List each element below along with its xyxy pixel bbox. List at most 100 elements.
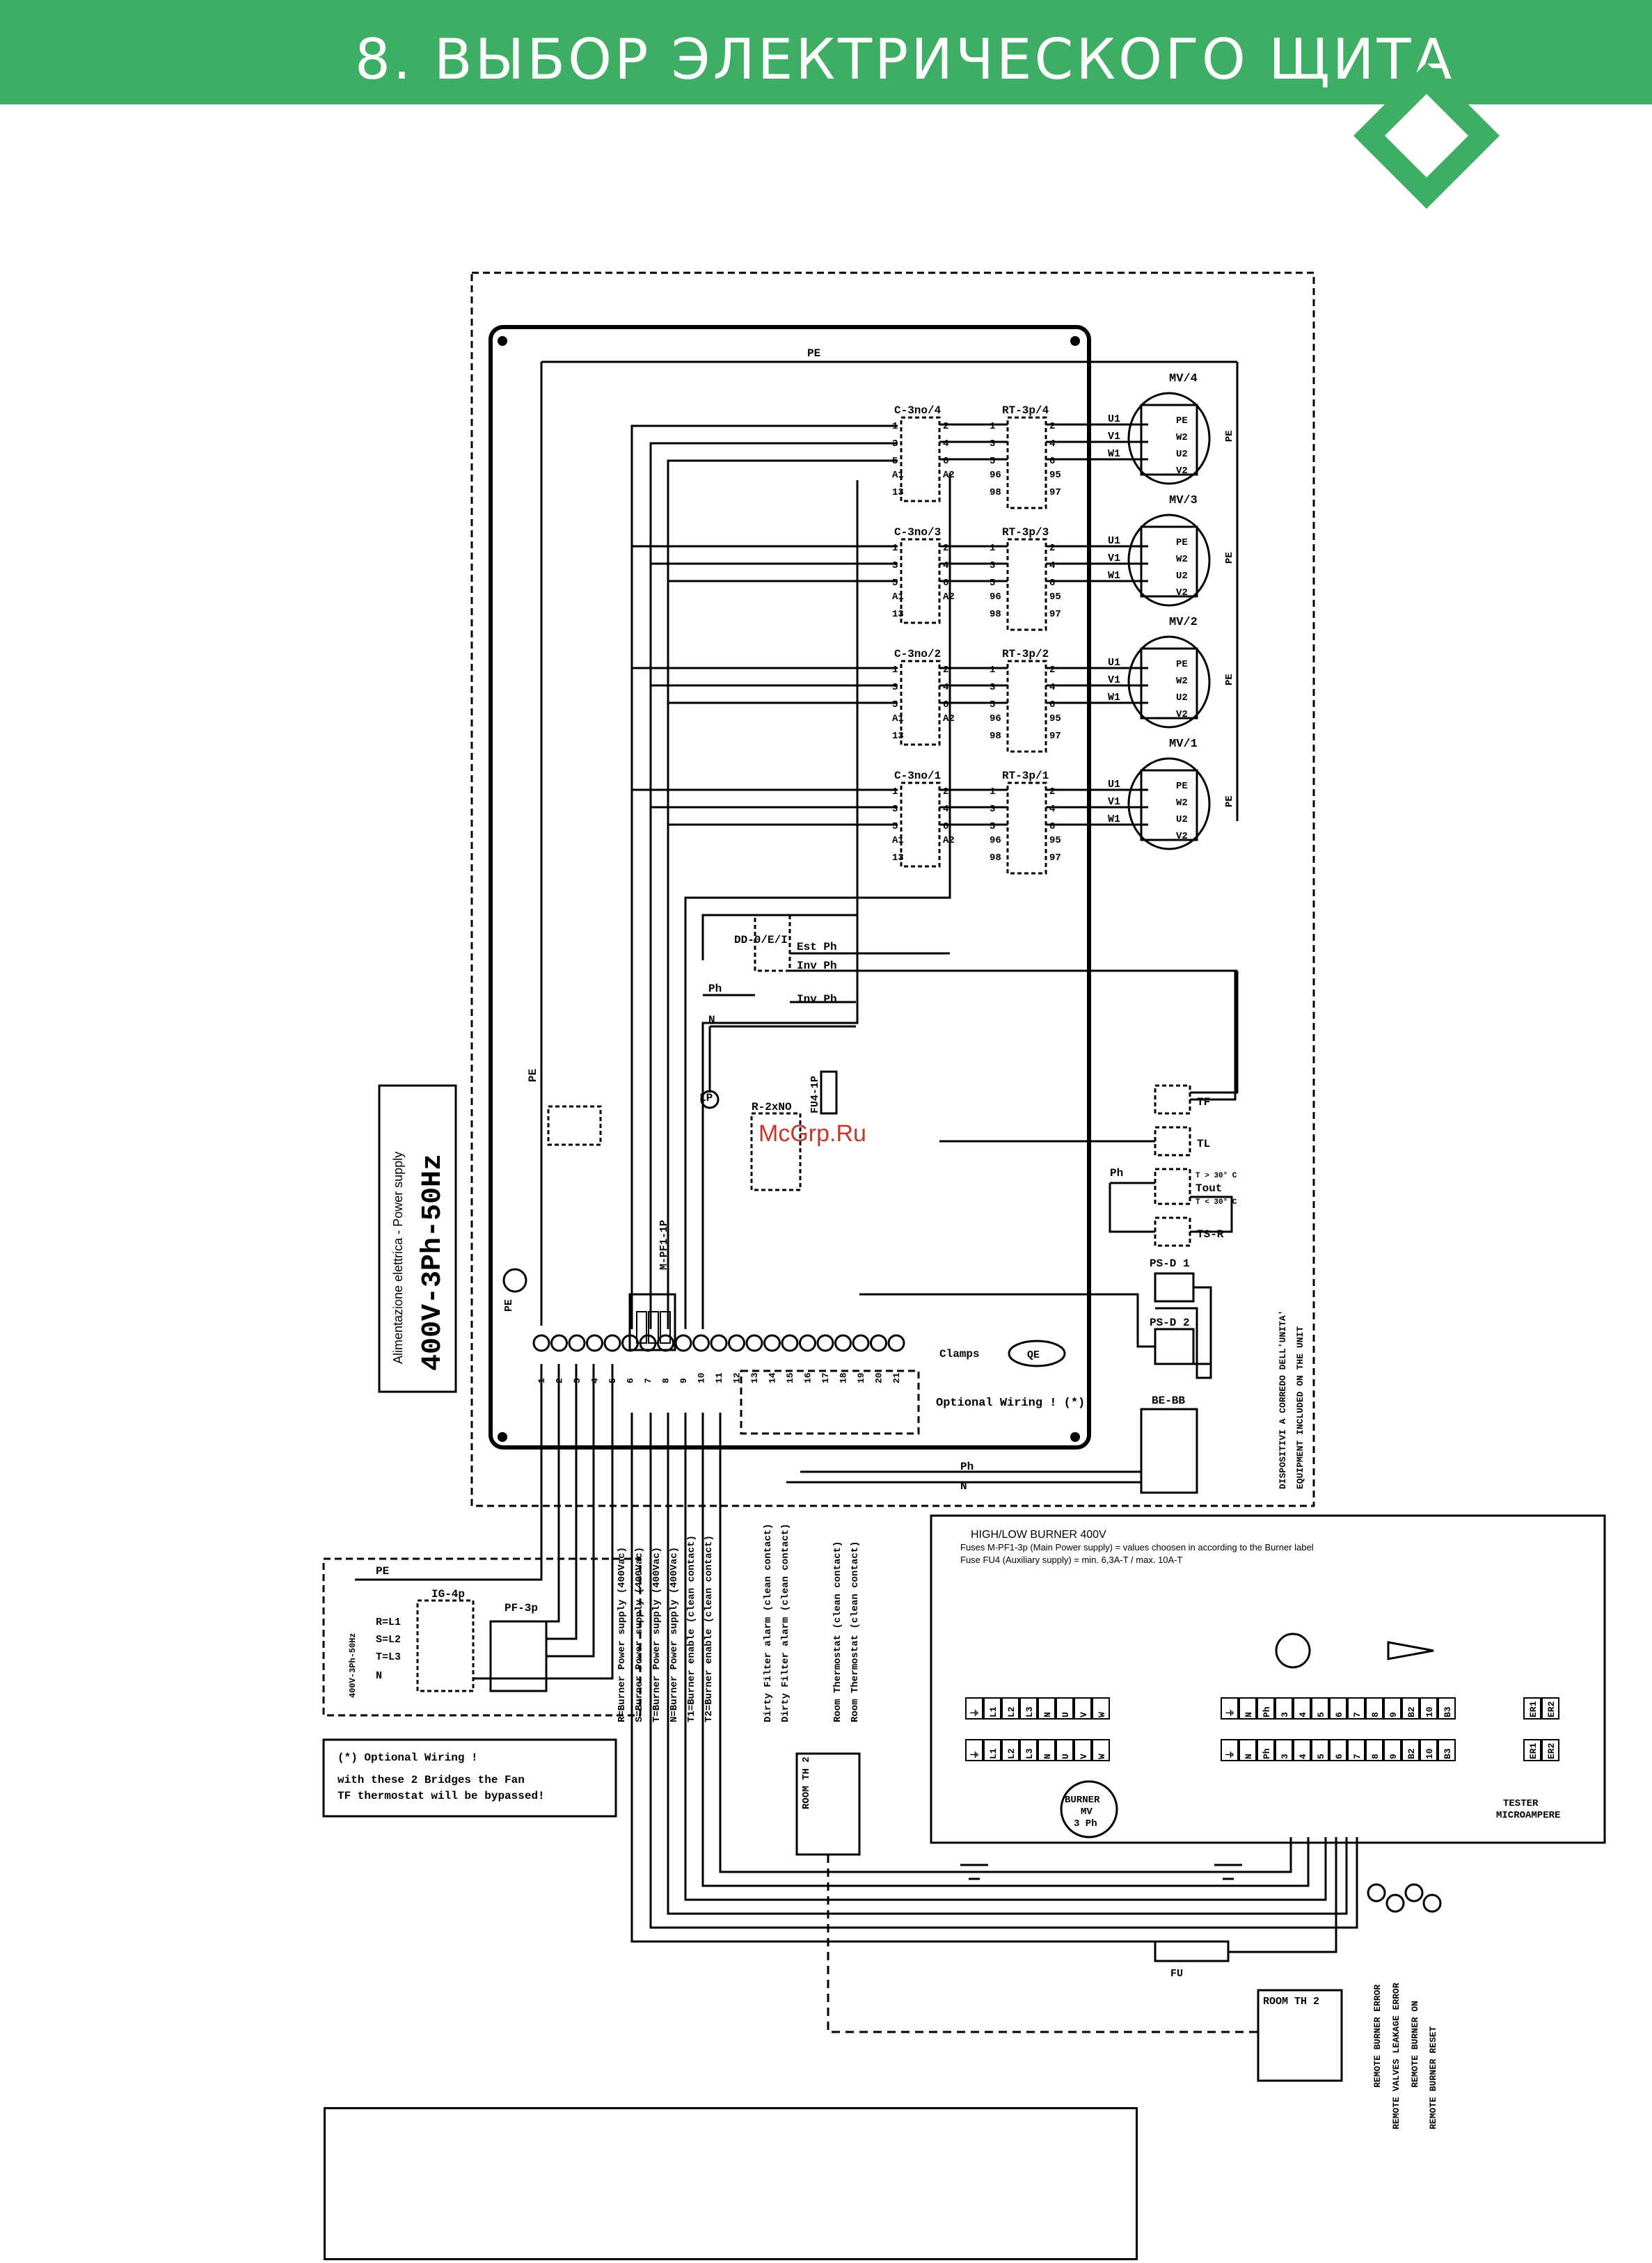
burner-terminal-label: W: [1097, 1712, 1107, 1717]
burner-terminal-label: ⏚: [970, 1750, 980, 1759]
pin-label: 96: [990, 713, 1001, 724]
burner-terminal-label: 7: [1352, 1754, 1363, 1759]
wire-label: T=Burner Power supply (400Vac): [651, 1547, 662, 1722]
dispositivi-label: DISPOSITIVI A CORREDO DELL'UNITA': [1278, 1310, 1288, 1489]
pin-label: 13: [892, 487, 904, 498]
terminal-clamp: [603, 1334, 621, 1352]
burner-terminal: [1074, 1739, 1092, 1761]
burner-terminal: [1365, 1697, 1383, 1720]
pin-label: 4: [943, 438, 948, 450]
tl-switch: [1154, 1126, 1191, 1157]
psd1-switch: [1154, 1272, 1195, 1303]
pin-label: 2: [943, 665, 948, 676]
motor-terminal-label: U1: [1108, 779, 1120, 791]
tout-label: Tout: [1196, 1182, 1222, 1195]
terminal-number: 10: [697, 1372, 707, 1383]
motor-terminal-label: U2: [1176, 571, 1188, 582]
burner-terminal: [1420, 1697, 1438, 1720]
pin-label: 3: [892, 804, 898, 815]
pin-label: 1: [892, 786, 898, 797]
burner-terminal: [1221, 1697, 1239, 1720]
burner-terminal: [1019, 1739, 1038, 1761]
relay-label: RT-3p/2: [1002, 648, 1049, 660]
burner-terminal: [983, 1739, 1001, 1761]
s-l2-label: S=L2: [376, 1634, 401, 1646]
pe-ground-label: PE: [503, 1299, 515, 1312]
motor-terminal-label: V2: [1176, 587, 1188, 598]
pin-label: 6: [1049, 456, 1055, 467]
burner-terminal: [1365, 1739, 1383, 1761]
tf-switch: [1154, 1084, 1191, 1115]
burner-terminal: [1311, 1697, 1329, 1720]
burner-terminal-label: ER1: [1528, 1742, 1539, 1759]
ig-label: IG-4p: [431, 1588, 465, 1601]
pe-side-label: PE: [527, 1069, 539, 1082]
burner-terminal: [1056, 1697, 1074, 1720]
remote-label: REMOTE VALVES LEAKAGE ERROR: [1391, 1983, 1401, 2129]
terminal-clamp: [763, 1334, 781, 1352]
pin-label: 2: [1049, 665, 1055, 676]
motor-label: MV/3: [1169, 494, 1198, 507]
motor-terminal-label: V2: [1176, 831, 1188, 842]
burner-3ph-label: 3 Ph: [1074, 1818, 1097, 1829]
terminal-number: 7: [643, 1378, 653, 1383]
terminal-number: 9: [678, 1378, 689, 1383]
pin-label: 3: [990, 804, 995, 815]
supply-small-label: 400V-3Ph-50Hz: [348, 1633, 358, 1698]
wire-label: Dirty Filter alarm (clean contact): [763, 1523, 774, 1722]
pin-label: 6: [1049, 578, 1055, 589]
burner-terminal: [1221, 1739, 1239, 1761]
terminal-number: 14: [768, 1372, 778, 1383]
motor-terminal-label: V1: [1108, 796, 1120, 808]
pin-label: 5: [892, 821, 898, 832]
burner-mv-label: MV: [1081, 1807, 1093, 1818]
n-fan-label: N: [960, 1480, 967, 1493]
switch-bank: [547, 1105, 602, 1146]
pf-label: PF-3p: [505, 1602, 538, 1614]
burner-terminal: [1383, 1739, 1401, 1761]
burner-terminal: [1329, 1739, 1347, 1761]
burner-terminal: [1074, 1697, 1092, 1720]
burner-terminal: [1257, 1697, 1275, 1720]
motor-terminal-label: U1: [1108, 657, 1120, 669]
burner-terminal: [1438, 1697, 1456, 1720]
remote-label: REMOTE BURNER RESET: [1428, 2026, 1438, 2129]
terminal-clamp: [887, 1334, 905, 1352]
burner-terminal-label: 4: [1298, 1712, 1308, 1717]
burner-line2: Fuse FU4 (Auxiliary supply) = min. 6,3A-…: [960, 1555, 1182, 1565]
burner-terminal: [1019, 1697, 1038, 1720]
motor-terminal-label: U1: [1108, 535, 1120, 547]
burner-terminal: [1293, 1697, 1311, 1720]
pin-label: 3: [990, 438, 995, 450]
optional-label: Optional Wiring ! (*): [936, 1397, 1085, 1410]
motor-terminal-label: W1: [1108, 448, 1120, 460]
burner-box: [930, 1514, 1606, 1844]
motor-terminal-label: PE: [1176, 537, 1188, 548]
room-th-right-label: ROOM TH 2: [1263, 1996, 1319, 2008]
ig-switch: [416, 1599, 475, 1692]
psd2-label: PS-D 2: [1150, 1317, 1190, 1329]
pin-label: 6: [1049, 821, 1055, 832]
header-banner: 8. ВЫБОР ЭЛЕКТРИЧЕСКОГО ЩИТА: [0, 0, 1652, 104]
motor-terminal-label: V1: [1108, 674, 1120, 686]
note-title: (*) Optional Wiring !: [337, 1752, 478, 1764]
external-supply-box: [322, 1557, 642, 1717]
pin-label: 3: [990, 560, 995, 571]
pin-label: 4: [943, 804, 948, 815]
burner-terminal-label: 5: [1316, 1754, 1326, 1759]
terminal-clamp: [799, 1334, 816, 1352]
burner-terminal-label: L3: [1024, 1706, 1035, 1717]
pin-label: A2: [943, 835, 955, 846]
motor-terminal-label: PE: [1176, 781, 1188, 792]
burner-terminal: [1001, 1697, 1019, 1720]
motor-terminal-label: W1: [1108, 813, 1120, 825]
terminal-clamp: [674, 1334, 692, 1352]
wire-label: T1=Burner enable (clean contact): [686, 1535, 697, 1722]
burner-motor: [1060, 1780, 1118, 1839]
terminal-number: 20: [874, 1372, 884, 1383]
t-l3-label: T=L3: [376, 1651, 401, 1663]
pin-label: 1: [990, 421, 995, 432]
burner-terminal-label: N: [1244, 1712, 1254, 1717]
burner-terminal: [1401, 1739, 1420, 1761]
remote-label: REMOTE BURNER ERROR: [1372, 1985, 1383, 2088]
